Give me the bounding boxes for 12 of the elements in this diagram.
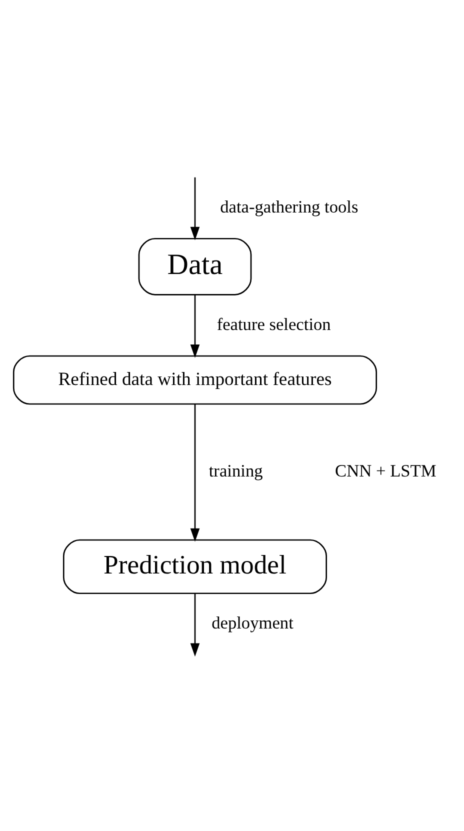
node-box: Prediction model (62, 538, 328, 594)
arrow (190, 294, 200, 358)
label: CNN + LSTM (335, 461, 436, 480)
arrow (190, 593, 200, 656)
edge-label: training (208, 461, 263, 480)
node-box: Data (138, 237, 252, 295)
edge-label: data-gathering tools (220, 197, 358, 216)
arrow (190, 404, 200, 542)
node-box: Refined data with important features (12, 354, 378, 404)
edge-label: feature selection (216, 314, 331, 334)
edge-label: deployment (212, 613, 294, 632)
arrow (190, 176, 200, 240)
